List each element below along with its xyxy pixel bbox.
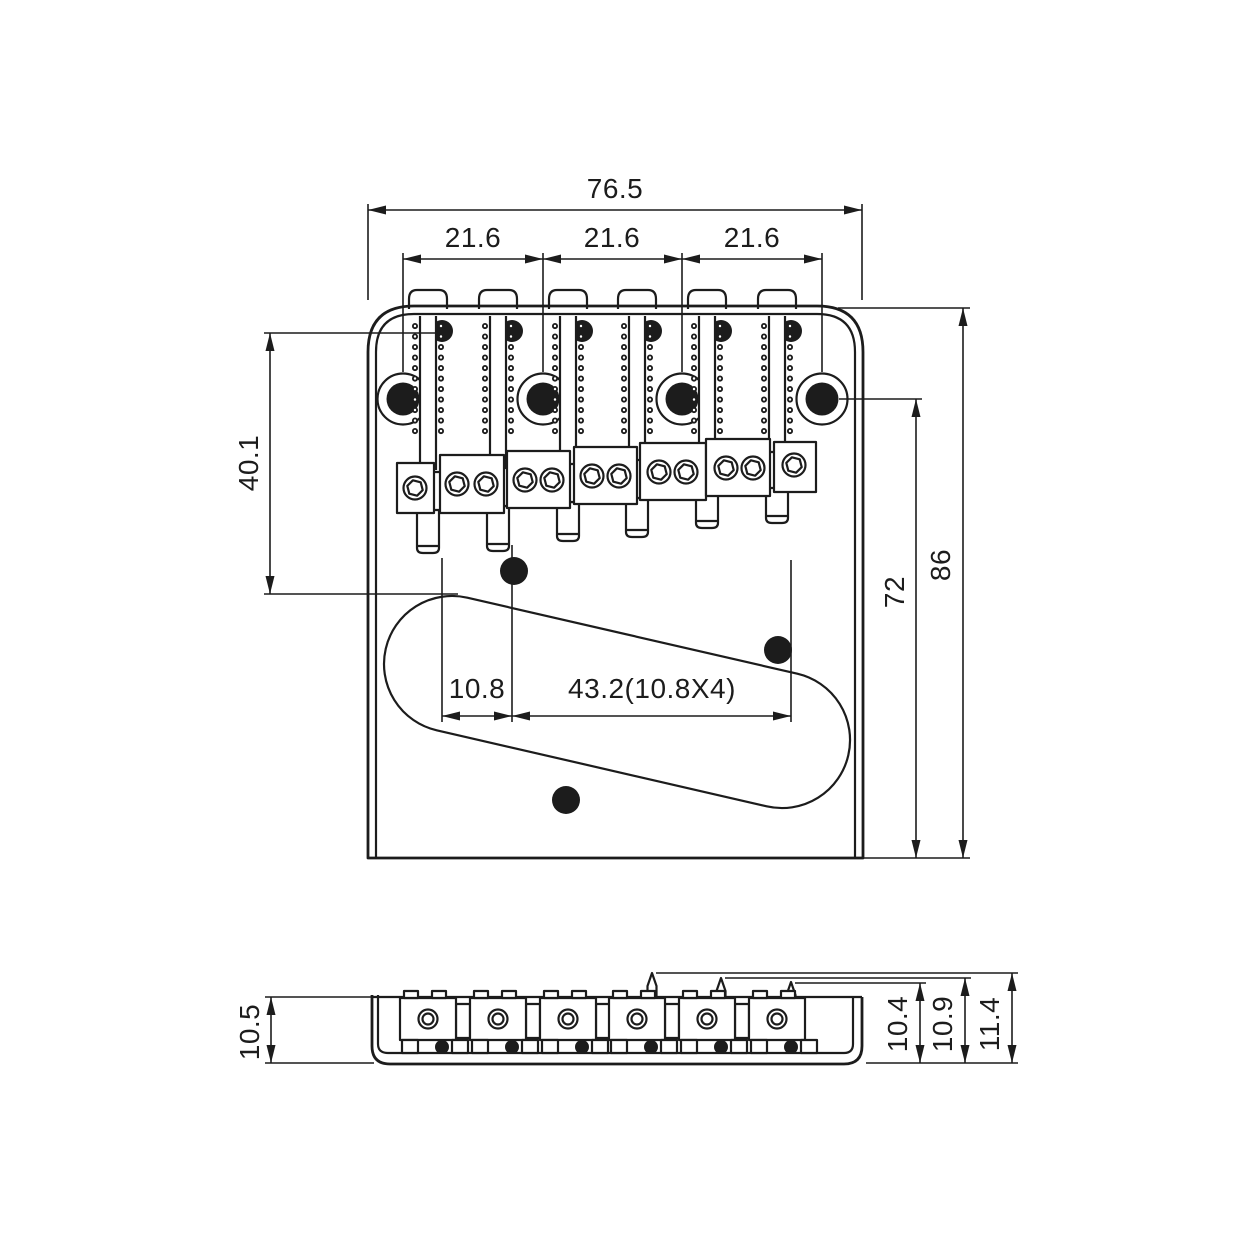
mounting-hole	[665, 382, 699, 416]
hex-screw-icon	[646, 459, 672, 485]
plate-screw-hole	[552, 786, 580, 814]
dimension-hole-spacings: 21.6 21.6 21.6	[402, 222, 823, 372]
dim-label-overall-height: 86	[925, 549, 956, 581]
string-unit	[549, 290, 593, 470]
dim-label-spacing-1: 21.6	[445, 222, 502, 253]
hex-screw-icon	[512, 467, 538, 493]
side-saddle	[747, 989, 819, 1056]
side-view: 10.5 10.4 10.9 11.4	[234, 971, 1018, 1066]
dim-label-spacing-3: 21.6	[724, 222, 781, 253]
plate-screw-holes	[500, 557, 792, 814]
top-view: 76.5 21.6 21.6 21.6 40.1	[233, 173, 970, 860]
hex-screw-icon	[673, 459, 699, 485]
pickup-cutout	[382, 594, 852, 810]
mounting-hole	[805, 382, 839, 416]
hex-screw-icon	[444, 471, 470, 497]
hex-screw-icon	[402, 475, 428, 501]
hex-screw-icon	[539, 467, 565, 493]
dim-label-plate-height: 10.5	[234, 1004, 265, 1061]
dim-label-string-span: 43.2(10.8X4)	[568, 673, 736, 704]
dimension-string-spacing: 10.8 43.2(10.8X4)	[441, 545, 792, 722]
dimension-plate-height: 10.5	[234, 996, 374, 1064]
dim-label-saddle-height-3: 11.4	[974, 997, 1005, 1051]
dimension-overall-height: 86	[838, 307, 970, 858]
dim-label-top-to-pickup: 40.1	[233, 435, 264, 492]
dimension-overall-width: 76.5	[367, 173, 863, 300]
dim-label-overall-width: 76.5	[587, 173, 644, 204]
mounting-hole	[386, 382, 420, 416]
hex-screw-icon	[713, 455, 739, 481]
dim-label-saddle-height-1: 10.4	[882, 996, 913, 1053]
string-unit	[479, 290, 523, 470]
string-unit	[409, 290, 453, 470]
plate-screw-hole	[500, 557, 528, 585]
dim-label-hole-to-bottom: 72	[879, 576, 910, 608]
dimension-saddle-heights: 10.4 10.9 11.4	[656, 972, 1018, 1064]
dimension-hole-to-bottom: 72	[839, 398, 970, 859]
hex-screw-icon	[473, 471, 499, 497]
dimension-top-to-pickup: 40.1	[233, 332, 458, 595]
side-saddle-step-tabs	[454, 1002, 751, 1040]
saddle-assembly	[395, 437, 818, 555]
plate-screw-hole	[764, 636, 792, 664]
dim-label-string-gap: 10.8	[449, 673, 506, 704]
hex-screw-icon	[781, 452, 807, 478]
screw-tips	[415, 484, 790, 555]
plate-outline	[366, 304, 865, 860]
hex-screw-icon	[606, 463, 632, 489]
dim-label-spacing-2: 21.6	[584, 222, 641, 253]
hex-screw-icon	[740, 455, 766, 481]
saddle-blocks	[395, 437, 818, 515]
hex-screw-icon	[579, 463, 605, 489]
dim-label-saddle-height-2: 10.9	[927, 996, 958, 1053]
mounting-hole	[526, 382, 560, 416]
